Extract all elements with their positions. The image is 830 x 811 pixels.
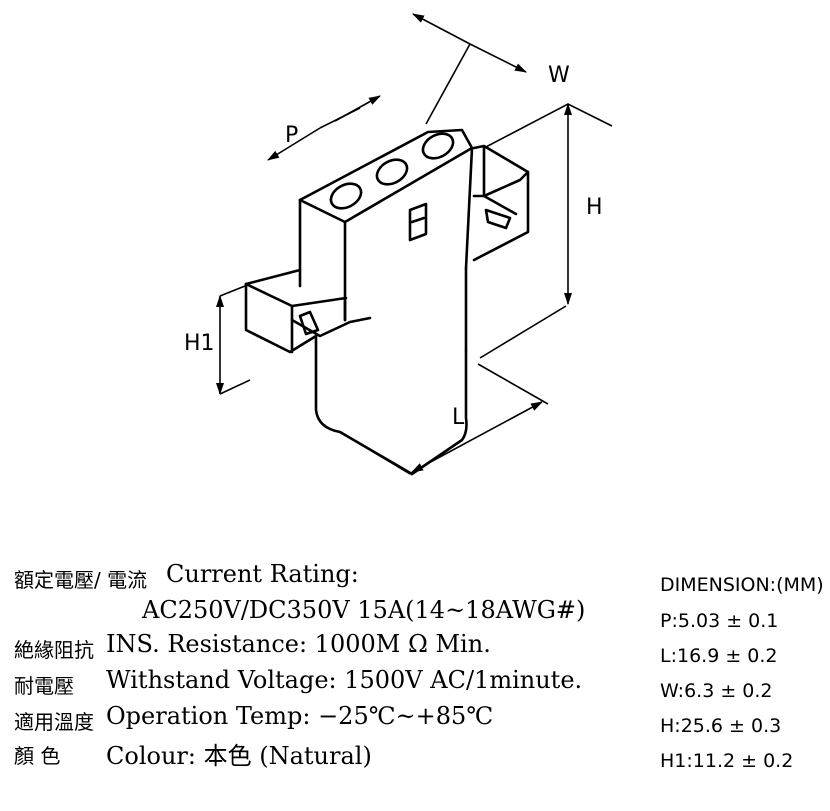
connector-drawing: W P H H1 L bbox=[184, 13, 613, 476]
voltage-text: Withstand Voltage: 1500V AC/1minute. bbox=[106, 666, 583, 694]
colour-label: 顏 色 bbox=[14, 744, 61, 768]
temp-label: 適用溫度 bbox=[14, 710, 94, 734]
current-rating-value: AC250V/DC350V 15A(14~18AWG#) bbox=[142, 596, 586, 624]
dimension-w: W:6.3 ± 0.2 bbox=[660, 680, 773, 702]
current-rating-title: Current Rating: bbox=[166, 560, 359, 588]
dimension-h: H:25.6 ± 0.3 bbox=[660, 715, 782, 737]
dimension-label-w: W bbox=[548, 63, 570, 88]
dimension-h1: H1:11.2 ± 0.2 bbox=[660, 750, 794, 772]
current-rating-label: 額定電壓/ 電流 bbox=[14, 568, 148, 592]
dimension-label-h1: H1 bbox=[184, 331, 215, 356]
dimension-title: DIMENSION:(MM) bbox=[660, 574, 824, 596]
dimension-p: P:5.03 ± 0.1 bbox=[660, 610, 779, 632]
resistance-text: INS. Resistance: 1000M Ω Min. bbox=[106, 630, 491, 658]
voltage-label: 耐電壓 bbox=[14, 674, 74, 698]
connector-housing bbox=[244, 128, 530, 476]
dimension-label-h: H bbox=[586, 195, 603, 220]
dimension-label-p: P bbox=[285, 123, 298, 148]
dimension-label-l: L bbox=[452, 405, 465, 430]
resistance-label: 絶緣阻抗 bbox=[14, 638, 94, 662]
dimension-lines bbox=[216, 13, 613, 475]
temp-text: Operation Temp: −25℃~+85℃ bbox=[106, 702, 494, 730]
dimension-l: L:16.9 ± 0.2 bbox=[660, 645, 778, 667]
colour-text: Colour: 本色 (Natural) bbox=[106, 742, 372, 770]
